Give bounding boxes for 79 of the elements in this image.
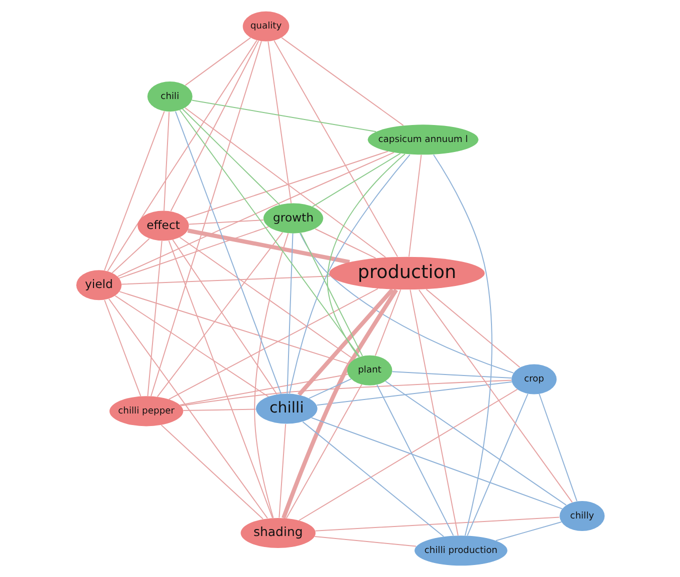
connector (273, 40, 398, 258)
connector (314, 228, 376, 259)
node-ellipse: quality (242, 11, 289, 42)
connector (494, 521, 562, 542)
connector (285, 384, 362, 519)
connector (118, 291, 350, 364)
node-ellipse: production (328, 256, 484, 290)
connector (111, 238, 150, 274)
connector (168, 240, 272, 518)
node-ellipse: crop (511, 364, 556, 394)
connector (267, 40, 292, 204)
connector (146, 240, 162, 397)
connector (316, 381, 512, 406)
node-ellipse: chili (146, 82, 192, 112)
connector (425, 288, 520, 368)
node-ellipse: shading (240, 518, 316, 548)
node-ellipse: effect (137, 210, 188, 241)
connector (384, 380, 566, 506)
node-ellipse: chilli (255, 394, 317, 424)
connector (281, 288, 398, 519)
connector (184, 107, 386, 258)
connector (314, 536, 416, 547)
connector (120, 276, 330, 285)
connector (116, 152, 394, 277)
connector (182, 108, 280, 206)
connector (172, 239, 277, 395)
connector (163, 111, 170, 212)
connector (174, 110, 282, 394)
connector (182, 408, 256, 412)
connector (296, 288, 394, 396)
connector (408, 154, 422, 258)
connector (311, 152, 400, 208)
connector (391, 371, 512, 379)
connector (310, 417, 562, 510)
connector (409, 289, 458, 536)
node-ellipse: plant (346, 355, 392, 386)
connector (150, 40, 262, 397)
connector (170, 40, 259, 212)
node-ellipse: chilly (559, 501, 604, 532)
connector (178, 236, 354, 360)
connector (114, 295, 268, 398)
connector (308, 378, 352, 399)
connector (104, 300, 141, 397)
connector (298, 232, 514, 374)
connector (538, 393, 577, 502)
connector (374, 289, 401, 356)
connector (418, 289, 572, 503)
connector (432, 154, 492, 536)
connector (302, 421, 444, 537)
connector (156, 232, 283, 398)
connector (118, 226, 268, 279)
connector (188, 220, 264, 225)
connector (186, 228, 350, 264)
node-ellipse: chilli pepper (108, 396, 183, 426)
node-ellipse: chilli production (414, 536, 507, 566)
connector (280, 37, 404, 126)
connector (254, 232, 288, 518)
node-ellipse: capsicum annuum l (367, 124, 478, 155)
connector (190, 100, 376, 132)
connector (179, 374, 348, 406)
connector (278, 424, 286, 518)
node-ellipse: growth (262, 203, 323, 234)
connector (466, 393, 528, 536)
connector (180, 380, 512, 406)
connector (376, 384, 454, 536)
connector (314, 516, 560, 532)
connector (184, 150, 388, 219)
connector (104, 110, 164, 271)
connector (326, 153, 405, 358)
connector (298, 388, 518, 521)
connector (184, 37, 251, 86)
connector (286, 232, 293, 394)
node-ellipse: yield (76, 270, 122, 300)
connector (106, 40, 257, 272)
connector (288, 154, 410, 394)
connector (300, 232, 362, 357)
connector (178, 110, 360, 358)
connector (168, 288, 378, 400)
connector (160, 424, 263, 520)
